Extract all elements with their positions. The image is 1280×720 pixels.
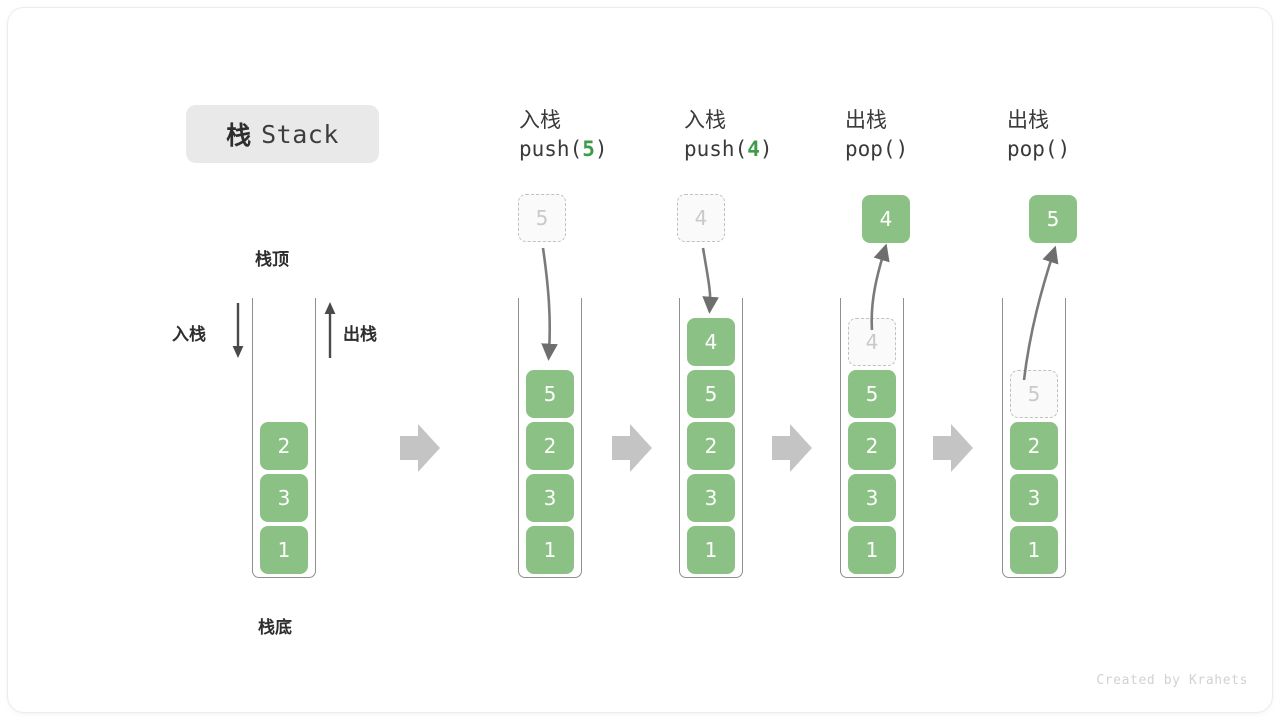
caption-cn-pop-5: 出栈 [1007,109,1049,132]
figure-title: 栈 Stack [186,105,379,163]
stack-cell: 3 [526,474,574,522]
pop-direction-label: 出栈 [343,325,377,344]
stack-cell: 2 [687,422,735,470]
stack-top-label: 栈顶 [255,250,289,269]
caption-cn-pop-4: 出栈 [845,109,887,132]
watermark: Created by Krahets [1096,673,1248,688]
stack-cell: 3 [848,474,896,522]
stack-cell: 2 [260,422,308,470]
caption-pop-5: 出栈 pop() [1007,107,1070,163]
stack-cell: 1 [687,526,735,574]
stack-cell: 5 [687,370,735,418]
caption-code-pop-5: pop() [1007,137,1071,162]
stack-cell-ghost: 4 [848,318,896,366]
stack-bottom-label: 栈底 [258,618,292,637]
push-direction-label: 入栈 [172,325,206,344]
stack-cell: 4 [687,318,735,366]
caption-pop-4: 出栈 pop() [845,107,908,163]
stack-cell: 5 [848,370,896,418]
caption-code-pop-4: pop() [845,137,909,162]
caption-cn-push-4: 入栈 [684,109,726,132]
caption-code-push-4: push(4) [684,137,773,162]
stack-cell-ghost: 5 [1010,370,1058,418]
caption-push-5: 入栈 push(5) [519,107,608,163]
caption-push-4: 入栈 push(4) [684,107,773,163]
stack-cell: 1 [848,526,896,574]
stack-cell: 2 [1010,422,1058,470]
stack-cell: 1 [1010,526,1058,574]
stack-cell: 1 [260,526,308,574]
stack-cell: 1 [526,526,574,574]
stack-cell: 2 [526,422,574,470]
stack-cell: 2 [848,422,896,470]
stack-cell: 3 [260,474,308,522]
popped-value-box-5: 5 [1029,195,1077,243]
popped-value-box-4: 4 [862,195,910,243]
pending-push-box-5: 5 [518,194,566,242]
caption-arg-push-4: 4 [747,137,760,162]
stack-cell: 5 [526,370,574,418]
caption-arg-push-5: 5 [582,137,595,162]
caption-cn-push-5: 入栈 [519,109,561,132]
title-english: Stack [261,119,339,149]
pending-push-box-4: 4 [677,194,725,242]
stack-cell: 3 [687,474,735,522]
stack-cell: 3 [1010,474,1058,522]
title-chinese: 栈 [226,122,252,150]
caption-code-push-5: push(5) [519,137,608,162]
